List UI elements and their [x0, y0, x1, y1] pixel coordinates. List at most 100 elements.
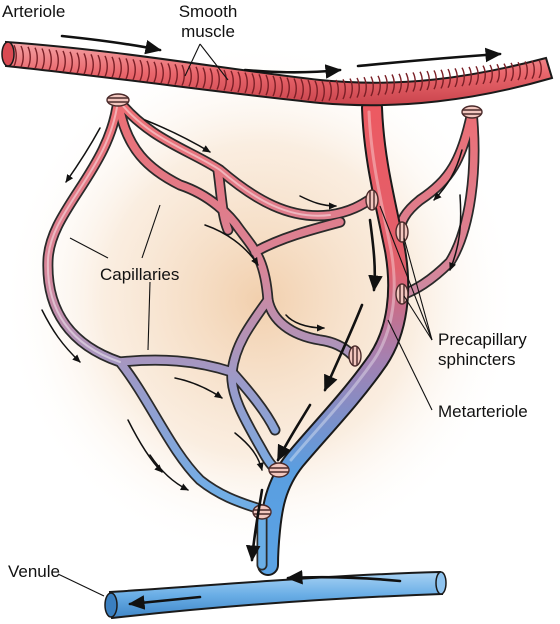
- smooth-muscle-ring: [517, 61, 521, 81]
- smooth-muscle-ring: [391, 74, 395, 95]
- flow-arrow: [174, 377, 223, 399]
- smooth-muscle-ring: [167, 63, 171, 85]
- sphincter-8: [252, 504, 272, 520]
- flow-arrow: [368, 218, 383, 292]
- smooth-muscle-ring: [139, 59, 143, 81]
- smooth-muscle-ring: [475, 65, 479, 86]
- smooth-muscle-ring: [34, 47, 38, 69]
- sphincter-4: [395, 221, 409, 243]
- smooth-muscle-ring: [251, 73, 255, 94]
- label-metarteriole: Metarteriole: [438, 402, 528, 421]
- smooth-muscle-ring: [202, 67, 206, 89]
- smooth-muscle-ring: [244, 72, 248, 94]
- smooth-muscle-ring: [307, 79, 311, 101]
- smooth-muscle-ring: [356, 77, 360, 98]
- smooth-muscle-ring: [104, 55, 108, 77]
- label-smooth-muscle: Smooth muscle: [168, 2, 248, 42]
- smooth-muscle-ring: [279, 76, 283, 98]
- arteriole: [1, 40, 554, 107]
- sphincter-7: [268, 462, 290, 478]
- sphincter-3: [365, 189, 379, 211]
- smooth-muscle-ring: [132, 58, 136, 81]
- smooth-muscle-ring: [461, 67, 465, 87]
- smooth-muscle-ring: [118, 57, 122, 79]
- smooth-muscle-ring: [62, 50, 66, 73]
- flow-arrow: [243, 64, 342, 79]
- smooth-muscle-ring: [328, 80, 332, 101]
- smooth-muscle-ring: [321, 80, 325, 102]
- smooth-muscle-ring: [125, 58, 129, 80]
- smooth-muscle-ring: [426, 70, 430, 91]
- smooth-muscle-ring: [83, 53, 87, 75]
- smooth-muscle-ring: [153, 61, 157, 83]
- smooth-muscle-ring: [27, 46, 31, 69]
- smooth-muscle-ring: [90, 54, 94, 76]
- smooth-muscle-ring: [405, 72, 409, 93]
- tissue-glow: [0, 40, 520, 560]
- smooth-muscle-ring: [293, 78, 297, 99]
- smooth-muscle-ring: [20, 45, 24, 68]
- capillary-network: [42, 94, 480, 516]
- smooth-muscle-ring: [272, 75, 276, 97]
- label-precapillary-line1: Precapillary: [438, 330, 527, 349]
- flow-arrow: [299, 195, 337, 210]
- smooth-muscle-ring: [510, 62, 514, 82]
- smooth-muscle-ring: [69, 51, 73, 73]
- smooth-muscle-ring: [174, 63, 178, 86]
- smooth-muscle-ring: [223, 69, 227, 91]
- smooth-muscle-ring: [258, 73, 262, 95]
- flow-arrow: [356, 47, 502, 68]
- smooth-muscle-ring: [370, 76, 374, 97]
- sphincter-6: [348, 345, 362, 367]
- flow-arrow: [41, 309, 81, 363]
- smooth-muscle-ring: [76, 52, 80, 74]
- smooth-muscle-ring: [433, 70, 437, 90]
- sphincter-1: [106, 93, 130, 107]
- smooth-muscle-ring: [524, 61, 528, 80]
- smooth-muscle-ring: [342, 78, 346, 100]
- smooth-muscle-ring: [41, 48, 45, 70]
- smooth-muscle-ring: [209, 68, 213, 90]
- sphincter-2: [461, 105, 483, 119]
- flow-arrow: [60, 34, 162, 55]
- label-capillaries: Capillaries: [100, 265, 180, 284]
- leader-lines: [57, 43, 433, 597]
- smooth-muscle-ring: [482, 65, 486, 85]
- flow-arrow: [65, 127, 101, 183]
- smooth-muscle-ring: [538, 59, 542, 79]
- smooth-muscle-ring: [55, 49, 59, 72]
- smooth-muscle-rings: [13, 44, 542, 102]
- flow-arrow: [204, 224, 259, 266]
- label-smooth-muscle-line1: Smooth: [178, 2, 238, 21]
- smooth-muscle-ring: [13, 44, 17, 67]
- smooth-muscle-ring: [160, 62, 164, 84]
- flow-arrow: [144, 119, 211, 153]
- smooth-muscle-ring: [384, 74, 388, 95]
- smooth-muscle-ring: [412, 72, 416, 92]
- smooth-muscle-ring: [181, 64, 185, 86]
- flow-arrow: [323, 303, 364, 392]
- flow-arrow: [234, 432, 264, 471]
- label-arteriole: Arteriole: [2, 2, 66, 21]
- smooth-muscle-ring: [48, 49, 52, 71]
- smooth-muscle-ring: [146, 60, 150, 82]
- precapillary-sphincters: [106, 93, 483, 520]
- smooth-muscle-ring: [188, 65, 192, 87]
- metarteriole: [257, 97, 410, 576]
- smooth-muscle-ring: [97, 54, 101, 77]
- smooth-muscle-ring: [440, 69, 444, 89]
- smooth-muscle-ring: [377, 75, 381, 96]
- flow-arrow: [286, 570, 402, 585]
- smooth-muscle-ring: [195, 66, 199, 88]
- smooth-muscle-ring: [468, 66, 472, 86]
- smooth-muscle-ring: [111, 56, 115, 78]
- smooth-muscle-ring: [314, 80, 318, 102]
- venule: [104, 570, 447, 620]
- flow-arrow: [149, 454, 189, 491]
- smooth-muscle-ring: [447, 68, 451, 89]
- smooth-muscle-ring: [349, 78, 353, 99]
- smooth-muscle-ring: [363, 76, 367, 98]
- smooth-muscle-ring: [300, 78, 304, 100]
- sphincter-5: [395, 283, 409, 305]
